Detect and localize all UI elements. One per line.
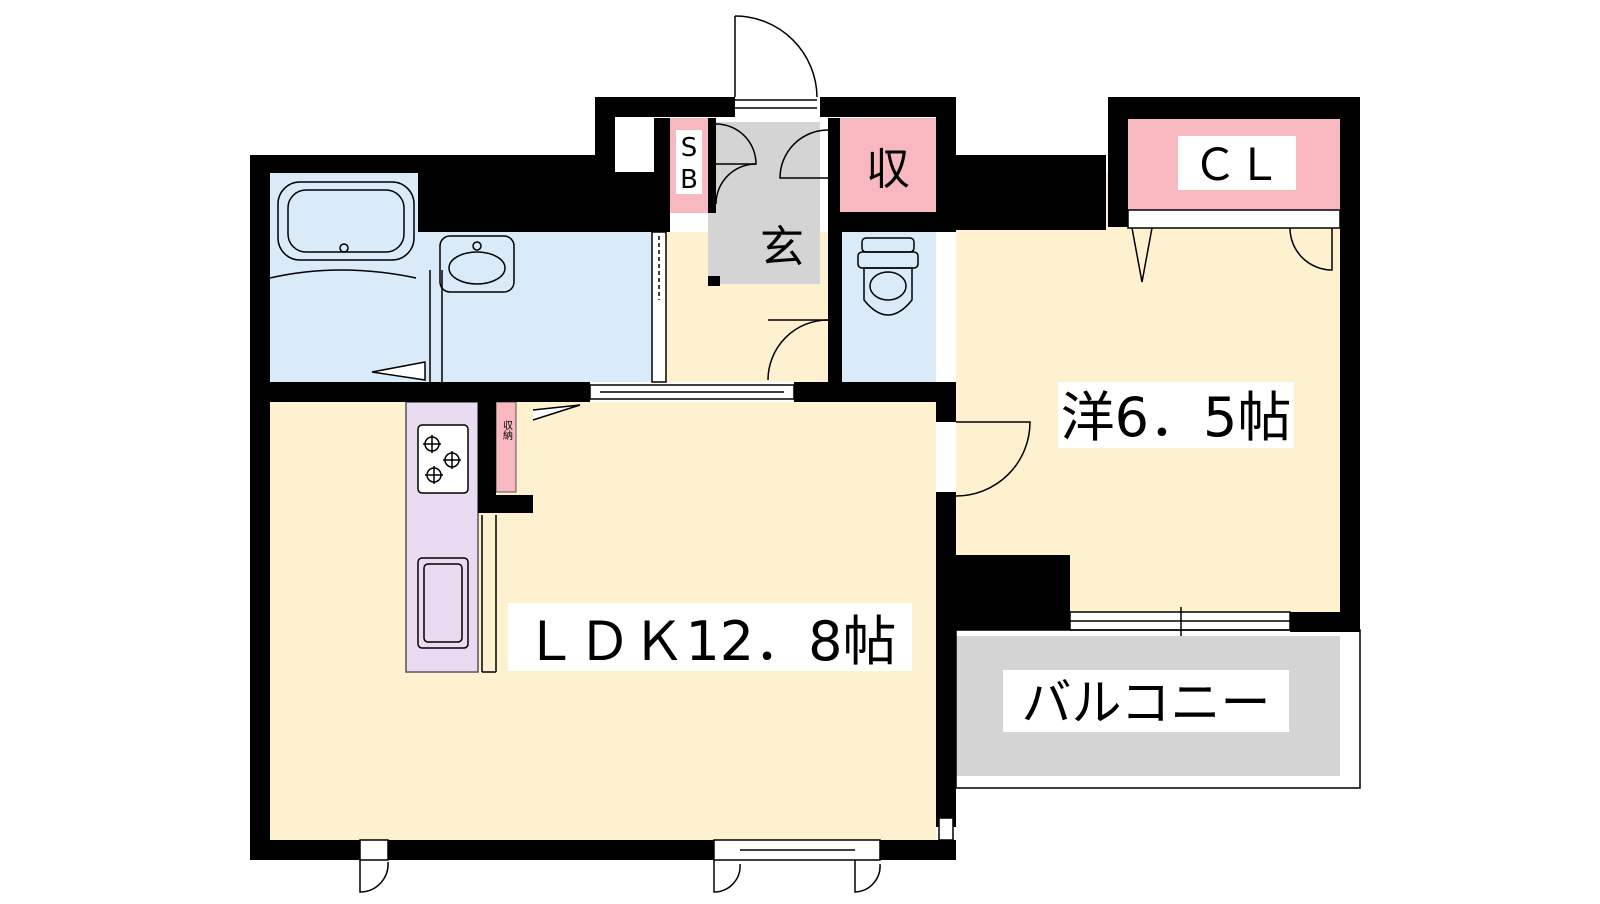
stove <box>417 424 469 494</box>
wall-toilet-left <box>828 228 842 402</box>
bathtub-drain <box>339 243 349 253</box>
wall-top-right-mid <box>820 97 956 117</box>
western-label-bg <box>1058 382 1294 448</box>
wall-entrance-bottom <box>708 276 720 286</box>
wall-upper-block <box>418 172 670 232</box>
burner-3-cross <box>425 466 443 484</box>
ldk-right-window <box>938 817 954 841</box>
wall-balcony-post <box>1290 612 1360 632</box>
kitchen-sink-inner <box>423 563 463 643</box>
washbasin <box>439 235 515 293</box>
wall-mid-left <box>250 382 590 402</box>
balcony-label: バルコニー <box>1022 674 1271 732</box>
wall-western-block <box>956 555 1070 630</box>
wall-shoebox-left <box>654 118 670 230</box>
bath-floor-edge <box>269 269 417 279</box>
wall-storage-bottom <box>828 212 956 232</box>
western-door-arc <box>955 421 1031 497</box>
storage-label: 収 <box>866 144 910 195</box>
wall-ldk-right-upper <box>936 382 956 422</box>
kitchen-storage-door <box>532 404 581 421</box>
burner-1-cross <box>423 435 441 453</box>
labels: ＬＤＫ12．8帖 洋6．5帖 バルコニー 玄 収 ＣＬ S B 収納 <box>501 130 1296 732</box>
washbasin-tap <box>472 241 482 251</box>
entrance-door-arc <box>734 15 818 98</box>
ldk-label: ＬＤＫ12．8帖 <box>523 610 896 673</box>
toilet-floor <box>842 232 936 382</box>
storage-door-arc <box>779 129 829 179</box>
wall-right <box>1340 97 1360 629</box>
wall-right-top <box>1108 97 1358 119</box>
doors <box>359 15 1361 893</box>
toilet-seat <box>869 271 907 301</box>
entrance-door-jamb <box>735 97 820 117</box>
shoebox-label-s: S <box>681 133 698 163</box>
washroom-sliding-door <box>651 231 667 383</box>
burner-icons <box>423 435 461 484</box>
wall-bottom-left <box>250 840 360 860</box>
bathtub <box>277 181 415 261</box>
wall-ldk-right <box>936 492 956 827</box>
bottom-window-right-arc-2 <box>854 860 881 893</box>
shoebox-door-arc-2 <box>715 163 757 205</box>
entrance-storage <box>840 118 936 213</box>
kitchen-storage-label: 収納 <box>501 420 513 441</box>
wall-top-left <box>250 155 600 173</box>
balcony-label-bg <box>1003 670 1289 732</box>
wall-top-mid <box>595 97 735 117</box>
western-door-opening <box>936 422 956 492</box>
wall-storage-left <box>828 118 840 218</box>
wall-bottom-right <box>880 840 956 860</box>
washroom-floor <box>418 232 656 382</box>
wall-mid-right <box>794 382 956 402</box>
shoebox-label-b: B <box>680 165 698 195</box>
closet-label-bg <box>1178 136 1296 190</box>
shoebox-door-arc <box>715 123 757 165</box>
closet-door-right-arc <box>1289 227 1333 271</box>
ldk-label-bg <box>508 603 912 671</box>
toilet-bowl <box>863 267 913 316</box>
wall-kitchen-storage-bottom <box>478 495 533 513</box>
wall-kitchen-storage <box>478 402 496 512</box>
western-room-label: 洋6．5帖 <box>1061 386 1292 449</box>
bottom-window-right-arc-1 <box>713 860 741 893</box>
wall-left <box>250 155 270 860</box>
hall-door-arc <box>767 319 829 381</box>
bath-door-leaf <box>371 361 426 381</box>
closet-door-left <box>1131 227 1153 283</box>
entrance-label: 玄 <box>760 222 804 273</box>
burner-2-cross <box>443 451 461 469</box>
kitchen-sink <box>417 557 469 649</box>
closet-door-frame <box>1127 209 1341 229</box>
wall-right-post <box>1108 97 1128 227</box>
entrance-floor <box>708 122 820 284</box>
closet-label: ＣＬ <box>1193 140 1281 191</box>
fixtures <box>269 181 919 649</box>
bottom-window-left-arc <box>359 860 389 893</box>
wall-bottom-mid <box>388 840 714 860</box>
wall-top-connector <box>936 155 1106 230</box>
bottom-window-left <box>359 839 389 861</box>
wall-shoebox-right <box>708 118 716 213</box>
shoebox-label-bg <box>676 130 702 194</box>
kitchen-storage <box>495 401 517 493</box>
washbasin-bowl <box>448 251 506 285</box>
walls <box>250 97 1360 860</box>
balcony-outline <box>955 629 1361 789</box>
